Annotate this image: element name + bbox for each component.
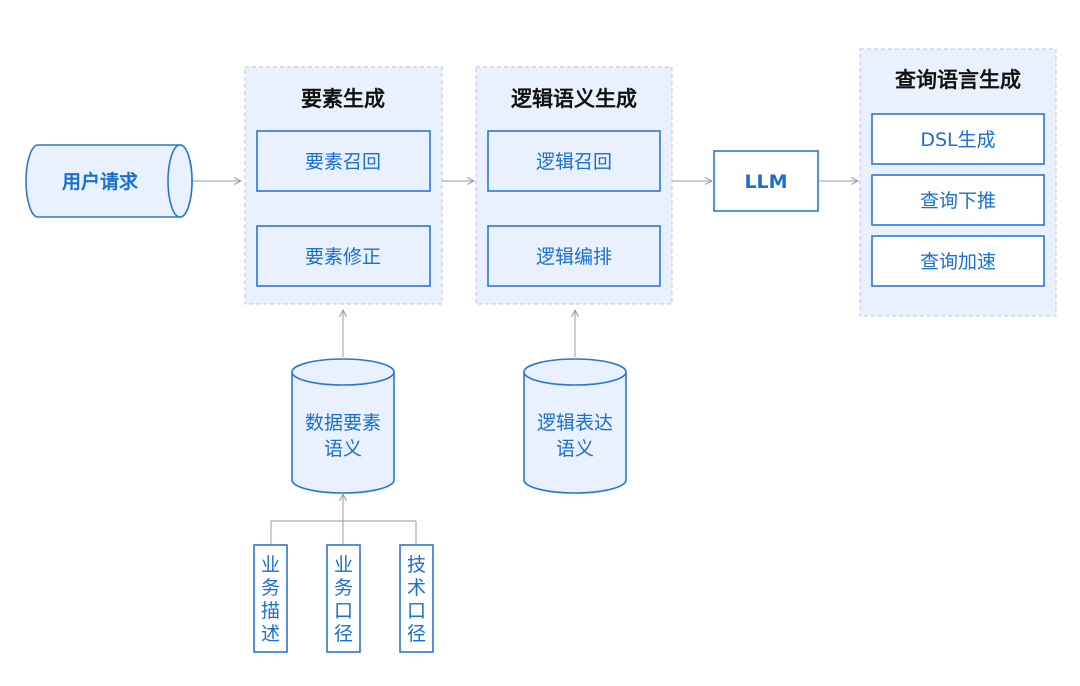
user-request-label: 用户请求 <box>62 170 139 193</box>
source-technical-scope: 技 术 口 径 <box>399 544 434 653</box>
query-group-title: 查询语言生成 <box>895 68 1021 92</box>
logic-group-title: 逻辑语义生成 <box>511 87 637 111</box>
source-1-char-3: 描 <box>261 600 280 622</box>
source-box-2 <box>326 544 361 653</box>
logic-expression-label-line1: 逻辑表达 <box>537 412 613 434</box>
source-1-char-2: 务 <box>261 577 280 599</box>
source-business-description: 业 务 描 述 <box>253 544 288 653</box>
llm-label: LLM <box>744 171 787 193</box>
logic-expression-cylinder-top <box>523 358 627 386</box>
data-element-label-line2: 语义 <box>324 438 362 460</box>
logic-expression-label-line2: 语义 <box>556 438 594 460</box>
logic-expression-cylinder-body <box>523 372 627 494</box>
source-box-3 <box>399 544 434 653</box>
source-2-char-1: 业 <box>334 554 353 576</box>
source-1-char-4: 述 <box>261 623 280 645</box>
query-generation-group: 查询语言生成 DSL生成 查询下推 查询加速 <box>859 48 1057 317</box>
data-element-label-line1: 数据要素 <box>305 412 381 434</box>
source-3-char-3: 口 <box>407 600 426 622</box>
data-element-semantics-db: 数据要素 语义 <box>291 358 395 494</box>
element-generation-group: 要素生成 要素召回 要素修正 <box>244 66 443 305</box>
element-group-title: 要素生成 <box>301 87 385 111</box>
logic-recall-label: 逻辑召回 <box>536 151 612 173</box>
source-2-char-4: 径 <box>334 623 353 645</box>
llm-node: LLM <box>713 150 819 212</box>
element-recall-label: 要素召回 <box>305 151 381 173</box>
source-2-char-2: 务 <box>334 577 353 599</box>
element-correction-label: 要素修正 <box>305 246 381 268</box>
source-business-scope: 业 务 口 径 <box>326 544 361 653</box>
logic-expression-semantics-db: 逻辑表达 语义 <box>523 358 627 494</box>
dsl-generation-box <box>871 113 1045 165</box>
source-2-char-3: 口 <box>334 600 353 622</box>
logic-recall-box <box>487 130 661 192</box>
query-pushdown-box <box>871 174 1045 226</box>
query-acceleration-label: 查询加速 <box>920 251 996 273</box>
logic-orchestration-box <box>487 225 661 287</box>
sources-connector <box>270 494 417 545</box>
element-correction-box <box>256 225 431 287</box>
source-box-1 <box>253 544 288 653</box>
data-element-cylinder-top <box>291 358 395 386</box>
data-element-cylinder-body <box>291 372 395 494</box>
element-recall-box <box>256 130 431 192</box>
user-request-cylinder-cap <box>167 144 193 218</box>
user-request-node: 用户请求 <box>25 144 193 218</box>
llm-box <box>713 150 819 212</box>
query-acceleration-box <box>871 235 1045 287</box>
logic-semantics-group: 逻辑语义生成 逻辑召回 逻辑编排 <box>475 66 673 305</box>
dsl-generation-label: DSL生成 <box>920 129 995 151</box>
source-3-char-2: 术 <box>407 577 426 599</box>
source-1-char-1: 业 <box>261 554 280 576</box>
logic-orchestration-label: 逻辑编排 <box>536 246 612 268</box>
source-3-char-1: 技 <box>407 554 426 576</box>
query-pushdown-label: 查询下推 <box>920 190 996 212</box>
source-3-char-4: 径 <box>407 623 426 645</box>
